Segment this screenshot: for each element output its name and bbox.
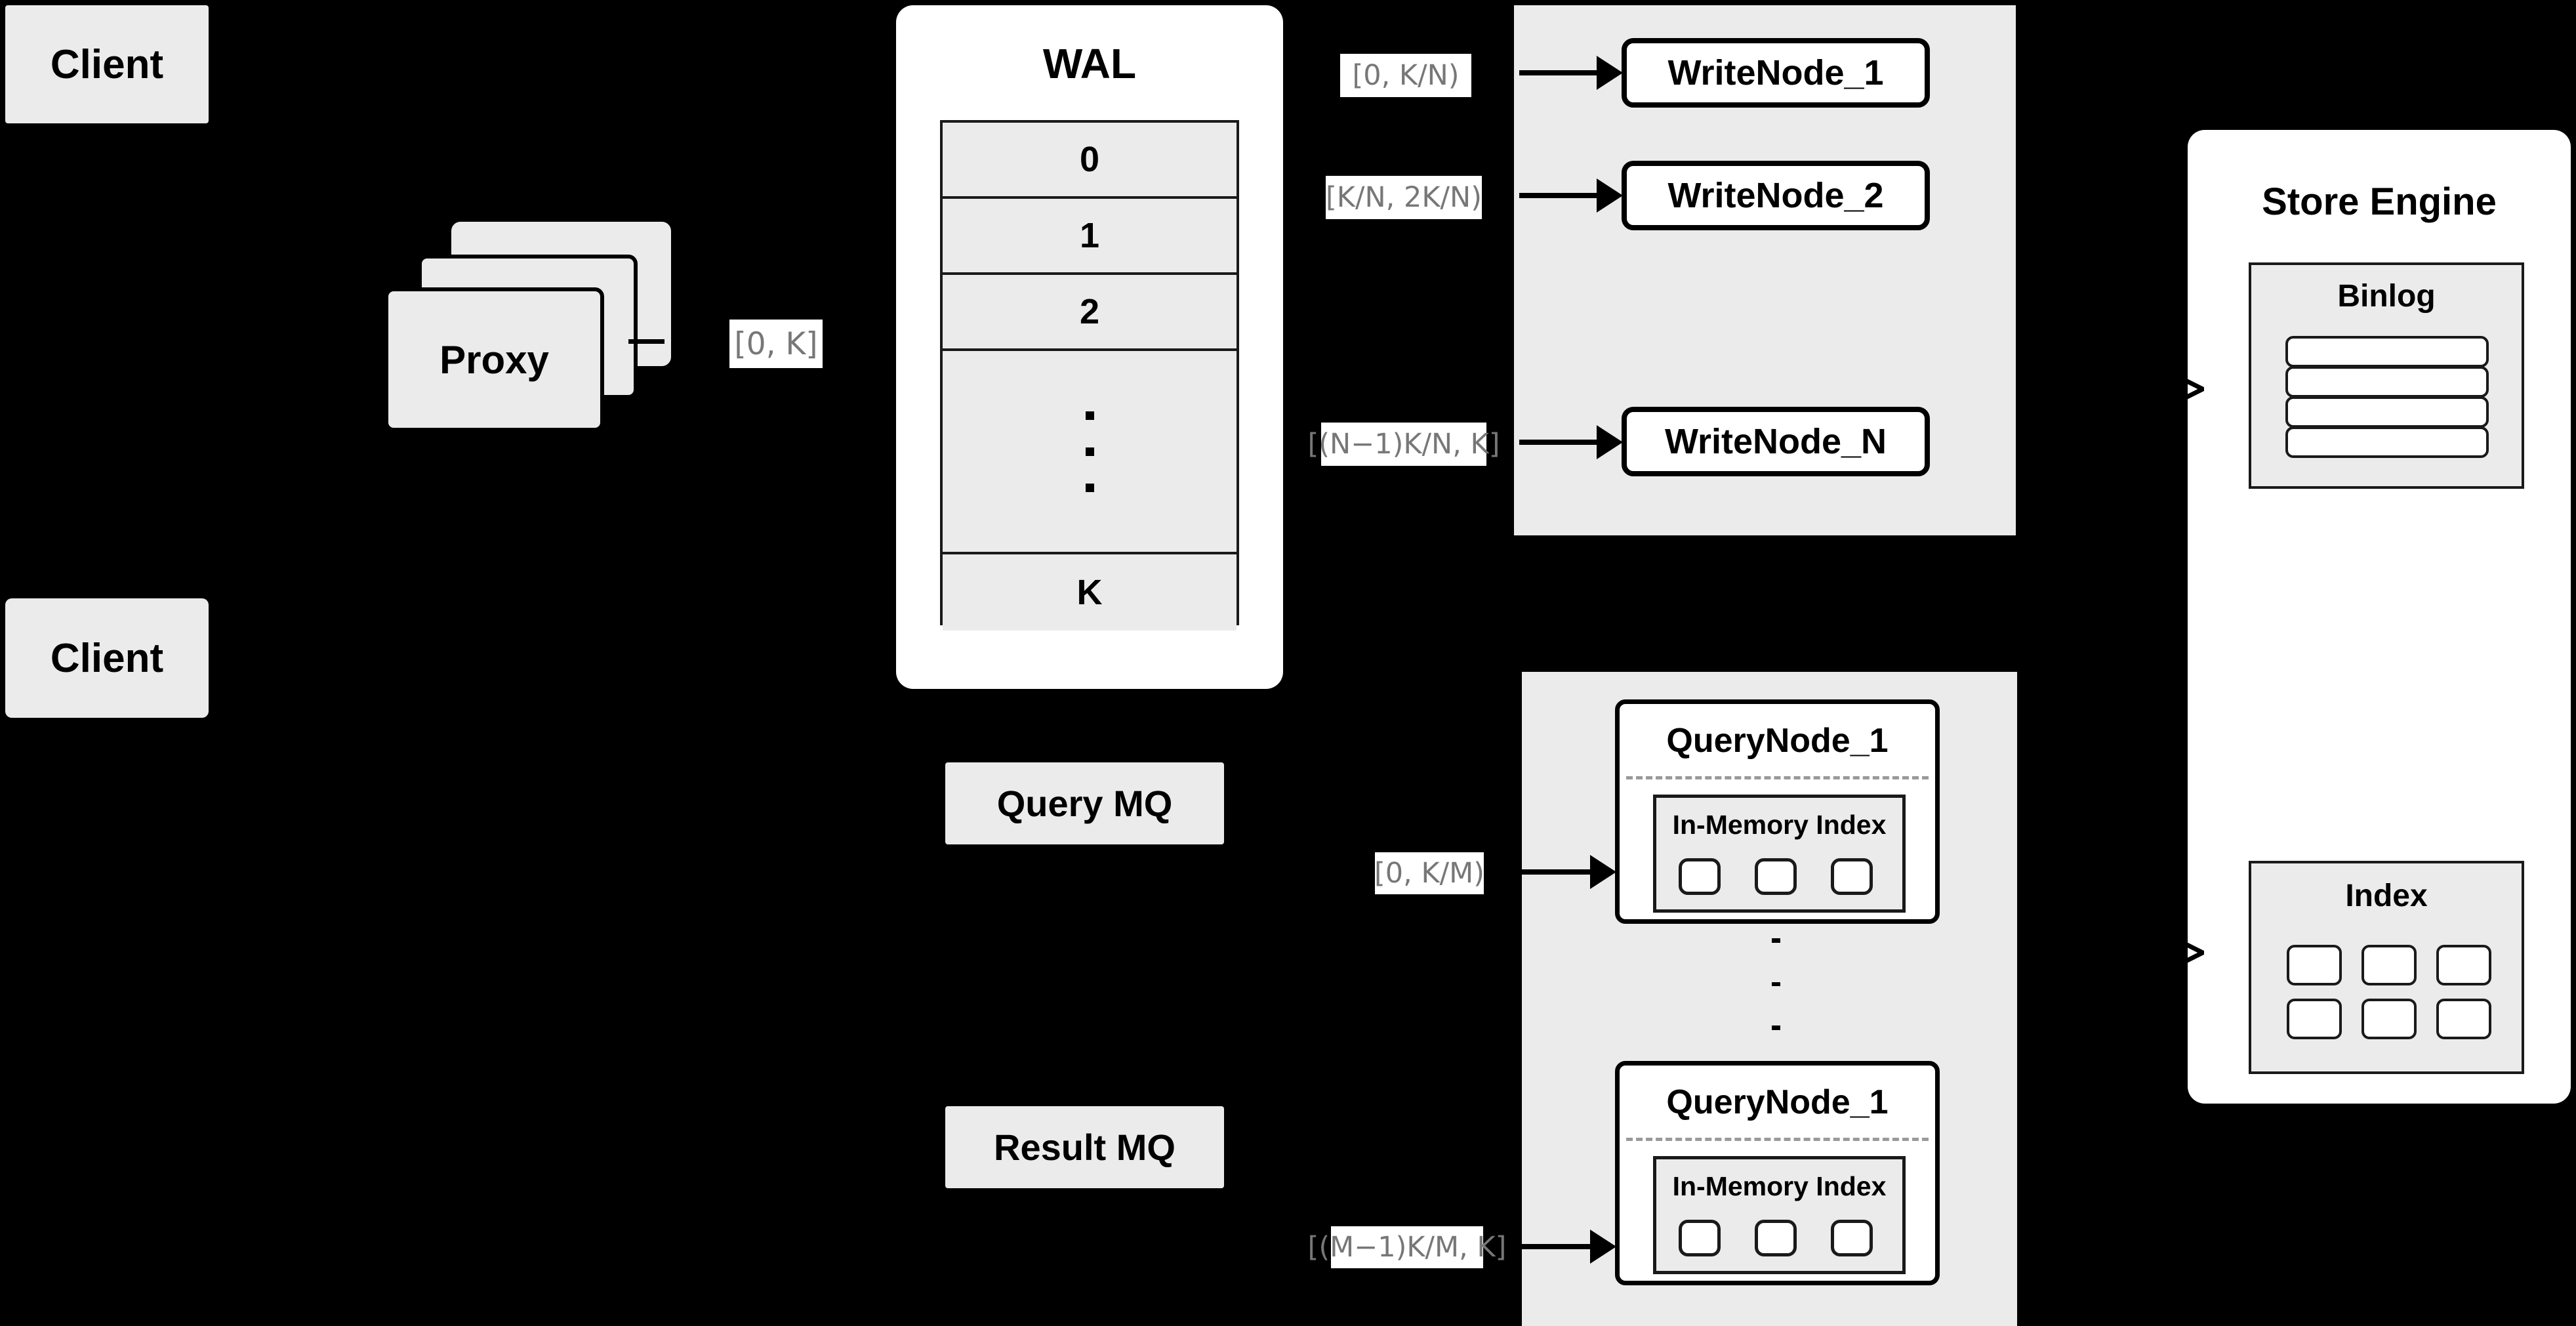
index-cell	[2287, 999, 2342, 1039]
binlog-container: Binlog	[2249, 262, 2524, 489]
query-node-1-separator	[1626, 776, 1929, 779]
store-engine-title: Store Engine	[2262, 180, 2497, 223]
proxy-card-front[interactable]: Proxy	[384, 287, 604, 432]
index-segment	[1755, 858, 1797, 895]
query-node-1-index-title: In-Memory Index	[1672, 810, 1887, 840]
index-title: Index	[2345, 879, 2428, 913]
result-mq-label: Result MQ	[994, 1127, 1176, 1168]
index-segment	[1679, 858, 1721, 895]
query-node-m-inmemory-index: In-Memory Index	[1653, 1156, 1906, 1274]
index-cell	[2287, 945, 2342, 985]
index-segment	[1831, 1220, 1873, 1256]
arrow-head-querynode-1	[1590, 855, 1616, 889]
wal-table: 0 1 2 K	[940, 120, 1239, 631]
query-cluster-ellipsis	[1765, 938, 1787, 1031]
client-label-2: Client	[50, 635, 164, 681]
arrow-head-writenode-2	[1597, 178, 1623, 213]
index-container: Index	[2249, 861, 2524, 1074]
arrow-line-writenode-2	[1519, 193, 1598, 198]
ellipsis-dot	[1085, 483, 1094, 492]
arrow-head-writenode-1	[1597, 56, 1623, 90]
wal-title: WAL	[1042, 40, 1137, 87]
index-cell	[2436, 945, 2491, 985]
client-label-1: Client	[50, 41, 164, 87]
ellipsis-dot	[1085, 411, 1094, 420]
index-cell	[2436, 999, 2491, 1039]
write-node-1-label: WriteNode_1	[1667, 53, 1884, 93]
result-mq-box[interactable]: Result MQ	[945, 1106, 1224, 1188]
proxy-range-label: [0, K]	[729, 320, 823, 368]
ellipsis-dot	[1771, 982, 1780, 987]
query-node-m-index-title: In-Memory Index	[1672, 1171, 1887, 1201]
proxy-connector-stub	[628, 339, 664, 344]
write-node-2[interactable]: WriteNode_2	[1622, 161, 1930, 230]
arrow-head-querynode-m	[1590, 1230, 1616, 1264]
index-cell	[2361, 999, 2417, 1039]
binlog-title: Binlog	[2337, 279, 2436, 314]
ellipsis-dot	[1085, 447, 1094, 456]
write-range-label-n: [(N−1)K/N, K]	[1307, 423, 1500, 466]
arrow-line-querynode-1	[1515, 869, 1593, 875]
arrow-head-writenode-n	[1597, 425, 1623, 459]
index-segment	[1831, 858, 1873, 895]
query-node-m[interactable]: QueryNode_1 In-Memory Index	[1615, 1061, 1940, 1285]
arrow-line-writenode-1	[1519, 70, 1598, 75]
write-node-n[interactable]: WriteNode_N	[1622, 407, 1930, 476]
binlog-row	[2285, 426, 2489, 458]
arrow-line-writenode-n	[1519, 440, 1598, 445]
arrow-line-binlog	[2127, 386, 2167, 391]
index-cell	[2361, 945, 2417, 985]
ellipsis-dot	[1771, 938, 1780, 943]
query-mq-box[interactable]: Query MQ	[945, 762, 1224, 844]
arrow-line-querynode-m	[1515, 1244, 1593, 1249]
index-segment	[1679, 1220, 1721, 1256]
write-cluster-ellipsis	[1765, 276, 1787, 367]
arrow-head-index-open	[2165, 932, 2204, 973]
wal-row-2: 2	[943, 275, 1237, 351]
write-range-label-2: [K/N, 2K/N)	[1326, 176, 1482, 219]
write-node-2-label: WriteNode_2	[1667, 176, 1884, 215]
binlog-row	[2285, 396, 2489, 428]
query-node-m-separator	[1626, 1138, 1929, 1141]
wal-row-0: 0	[943, 123, 1237, 199]
client-box-2[interactable]: Client	[5, 598, 209, 718]
ellipsis-dot	[1771, 1026, 1780, 1031]
client-box-1[interactable]: Client	[5, 5, 209, 123]
binlog-row	[2285, 336, 2489, 367]
query-range-label-1: [0, K/M)	[1374, 852, 1484, 894]
query-mq-label: Query MQ	[996, 783, 1173, 824]
wal-row-ellipsis	[943, 351, 1237, 554]
wal-row-1: 1	[943, 199, 1237, 275]
write-node-n-label: WriteNode_N	[1664, 422, 1887, 461]
query-node-1[interactable]: QueryNode_1 In-Memory Index	[1615, 699, 1940, 924]
arrow-line-index	[2127, 950, 2167, 955]
query-range-label-m: [(M−1)K/M, K]	[1308, 1226, 1506, 1268]
query-node-1-inmemory-index: In-Memory Index	[1653, 795, 1906, 913]
arrow-head-binlog-open	[2165, 369, 2204, 409]
index-segment	[1755, 1220, 1797, 1256]
proxy-label: Proxy	[440, 337, 549, 382]
write-range-label-1: [0, K/N)	[1340, 54, 1471, 97]
write-node-1[interactable]: WriteNode_1	[1622, 38, 1930, 108]
binlog-row	[2285, 366, 2489, 398]
query-node-m-label: QueryNode_1	[1666, 1083, 1889, 1121]
query-node-1-label: QueryNode_1	[1666, 722, 1889, 760]
wal-row-k: K	[943, 554, 1237, 631]
